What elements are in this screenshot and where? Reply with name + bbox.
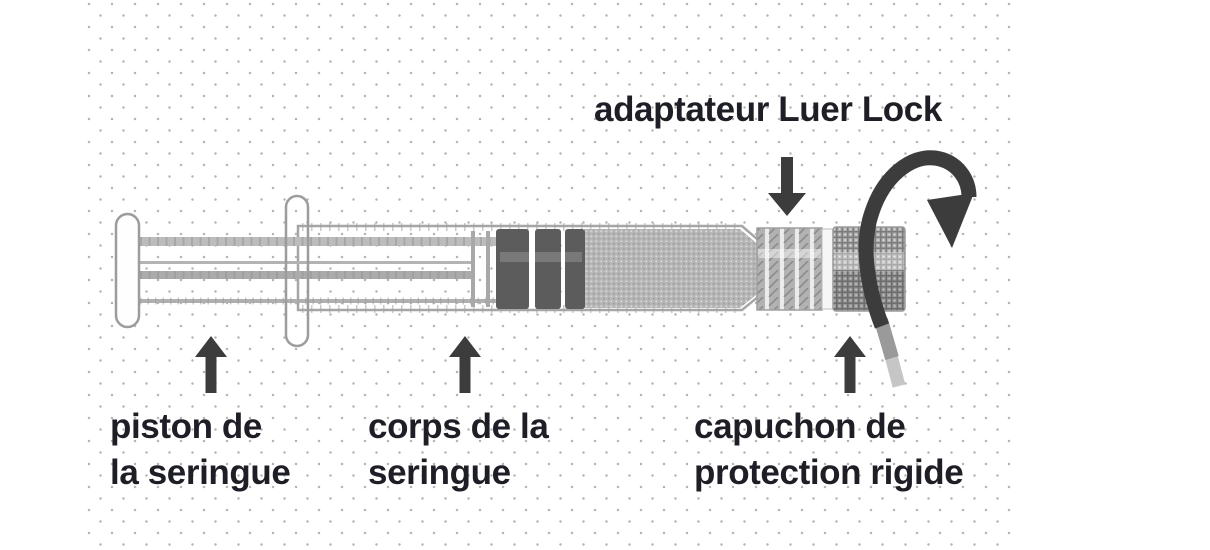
- label-plunger-line1: piston de: [110, 407, 262, 446]
- label-protection-cap: capuchon de protection rigide: [694, 404, 964, 496]
- arrow-up-icon-cap: [834, 336, 866, 393]
- label-luer-lock-adapter: adaptateur Luer Lock: [594, 90, 942, 129]
- arrow-up-icon-plunger: [195, 336, 227, 393]
- label-barrel-line1: corps de la: [368, 407, 549, 446]
- label-protection-cap-line1: capuchon de: [694, 407, 906, 446]
- syringe-plunger-rod: [136, 231, 498, 307]
- label-plunger: piston de la seringue: [110, 404, 291, 496]
- label-protection-cap-line2: protection rigide: [694, 453, 964, 492]
- label-barrel: corps de la seringue: [368, 404, 549, 496]
- plunger-thumb-rest: [114, 212, 141, 329]
- plunger-stopper: [496, 229, 585, 309]
- luer-lock-adapter: [756, 227, 823, 311]
- arrow-down-icon: [768, 157, 806, 216]
- label-barrel-line2: seringue: [368, 453, 511, 492]
- barrel-finger-flange: [284, 194, 310, 348]
- label-plunger-line2: la seringue: [110, 453, 291, 492]
- arrow-up-icon-barrel: [449, 336, 481, 393]
- liquid-fill: [584, 229, 761, 308]
- adapter-ring: [821, 228, 834, 310]
- twist-rotate-arrow-icon: [858, 150, 977, 388]
